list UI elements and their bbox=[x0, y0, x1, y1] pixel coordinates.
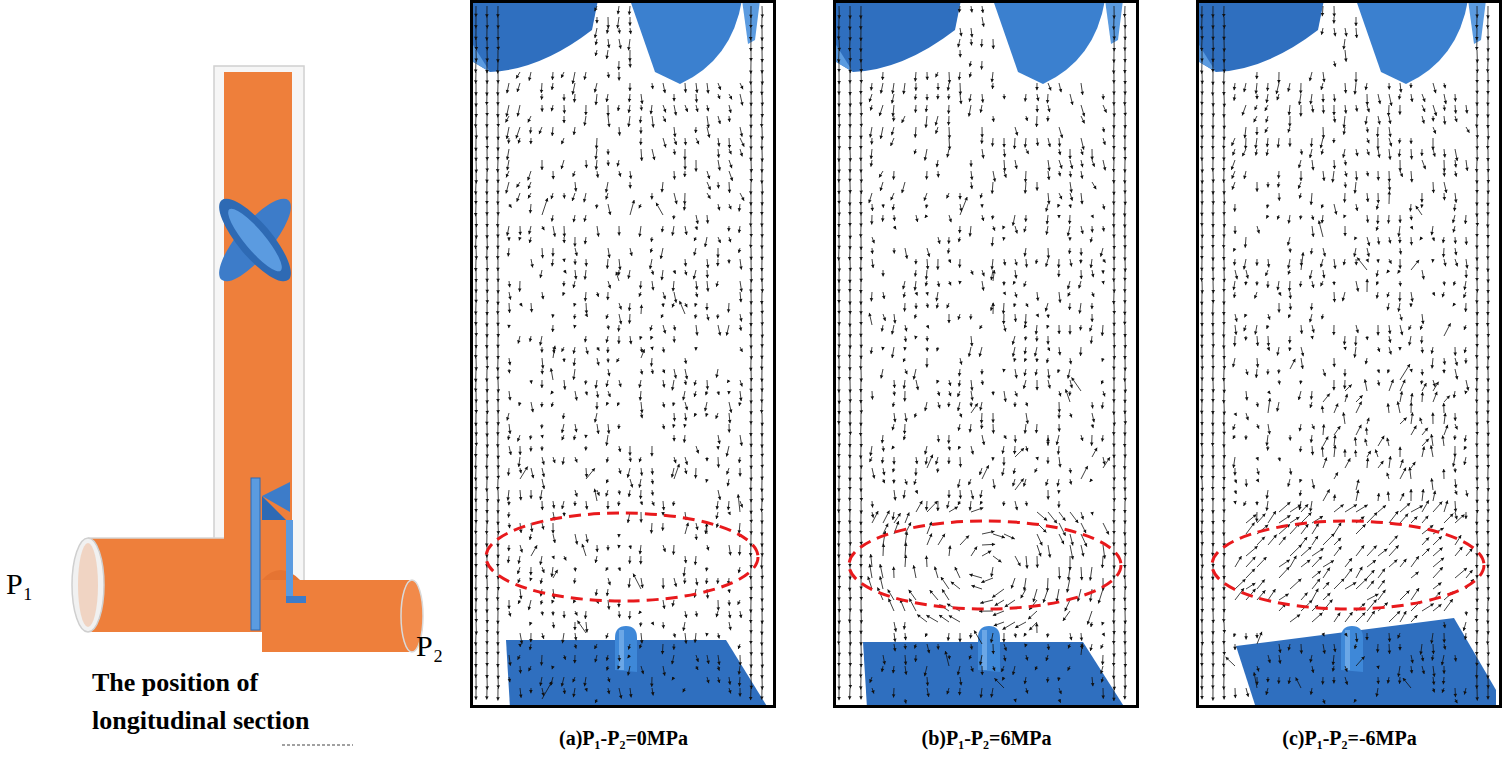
vector-panel bbox=[470, 0, 776, 708]
panel-ground bbox=[470, 0, 776, 708]
valve-spindle bbox=[615, 626, 637, 672]
